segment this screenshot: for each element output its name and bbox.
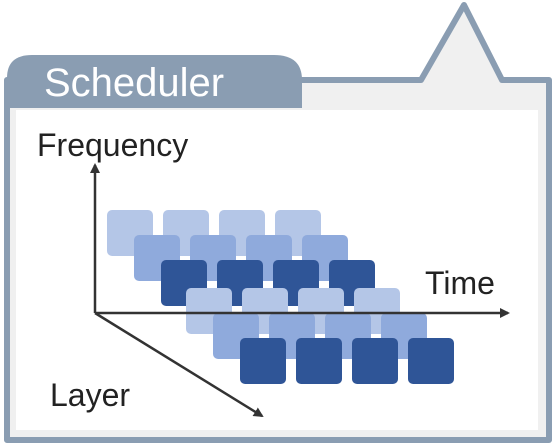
resource-block-dark [408, 338, 454, 384]
upper-layer-blocks [107, 210, 375, 306]
layer-axis [94, 311, 264, 418]
resource-blocks [107, 210, 454, 384]
resource-block-dark [240, 338, 286, 384]
lower-layer-blocks [186, 288, 454, 384]
time-axis-label: Time [425, 265, 495, 301]
title-tab [7, 55, 302, 108]
frequency-axis-label: Frequency [37, 127, 188, 163]
resource-block-dark [296, 338, 342, 384]
page-title: Scheduler [44, 61, 224, 105]
layer-axis-label: Layer [50, 377, 130, 413]
resource-block-dark [352, 338, 398, 384]
